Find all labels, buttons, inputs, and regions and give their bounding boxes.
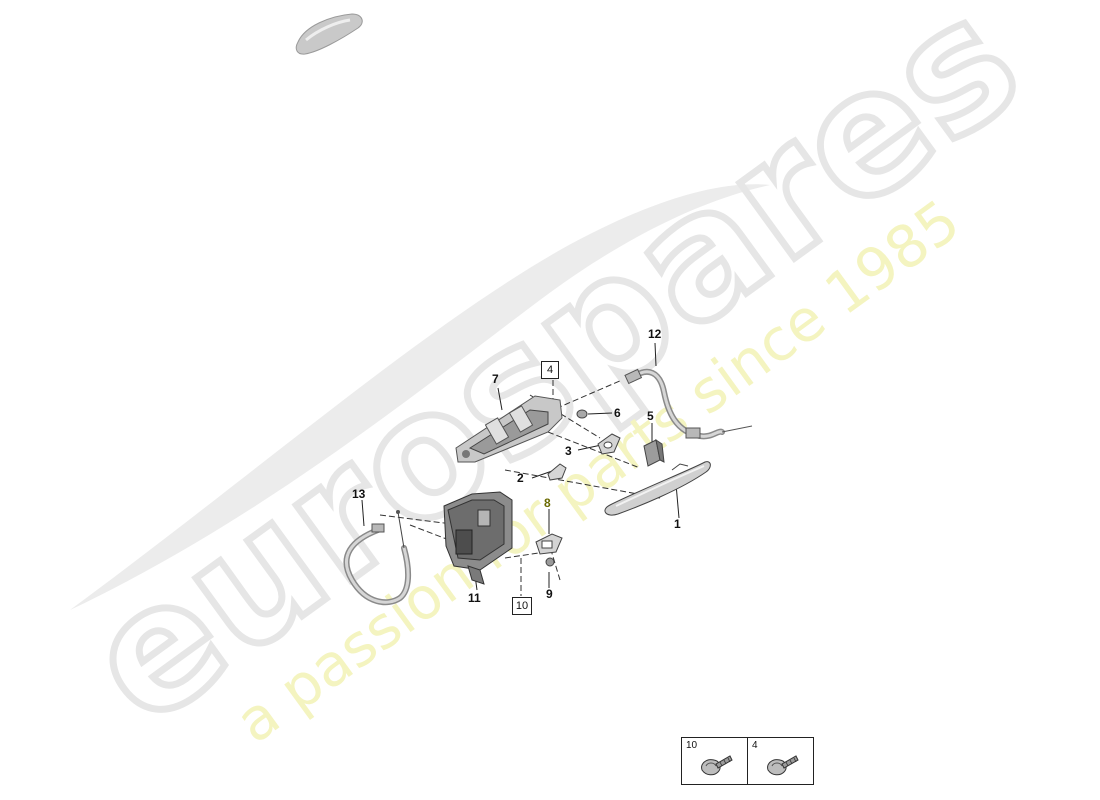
watermark-brand: eurospares <box>49 0 1058 767</box>
car-silhouette-icon <box>295 13 363 55</box>
callout-9: 9 <box>546 587 553 601</box>
flange-bolt-icon <box>701 755 733 776</box>
watermark-brand-text: eurospares <box>53 0 1055 763</box>
fastener-legend: 10 4 <box>681 737 814 785</box>
callout-3: 3 <box>565 444 572 458</box>
boxed-ref-4: 4 <box>541 361 559 379</box>
watermark-swoosh <box>70 184 770 610</box>
boxed-ref-10: 10 <box>512 597 532 615</box>
callout-6: 6 <box>614 406 621 420</box>
part-2-gasket <box>547 463 567 481</box>
part-13-cable <box>343 510 412 606</box>
callout-13: 13 <box>352 487 366 501</box>
callout-2: 2 <box>517 471 524 485</box>
part-11-door-lock <box>443 491 513 585</box>
legend-item-4: 4 <box>747 738 813 784</box>
callout-7: 7 <box>492 372 499 386</box>
part-3-gasket <box>597 433 621 455</box>
legend-item-number: 4 <box>752 740 758 751</box>
part-9-screw <box>545 557 555 567</box>
part-7-handle-carrier <box>455 395 563 463</box>
legend-item-10: 10 <box>682 738 747 784</box>
callout-8: 8 <box>544 496 551 510</box>
callout-11: 11 <box>468 591 481 605</box>
part-1-door-handle <box>604 461 711 516</box>
part-8-gasket <box>535 533 563 555</box>
callout-1: 1 <box>674 517 681 531</box>
callout-12: 12 <box>648 327 662 341</box>
legend-item-number: 10 <box>686 740 698 751</box>
callout-5: 5 <box>647 409 654 423</box>
part-6-grommet <box>576 409 588 419</box>
part-5-lock-housing <box>643 438 665 467</box>
flange-bolt-icon <box>767 755 799 776</box>
part-12-cable <box>624 368 753 440</box>
